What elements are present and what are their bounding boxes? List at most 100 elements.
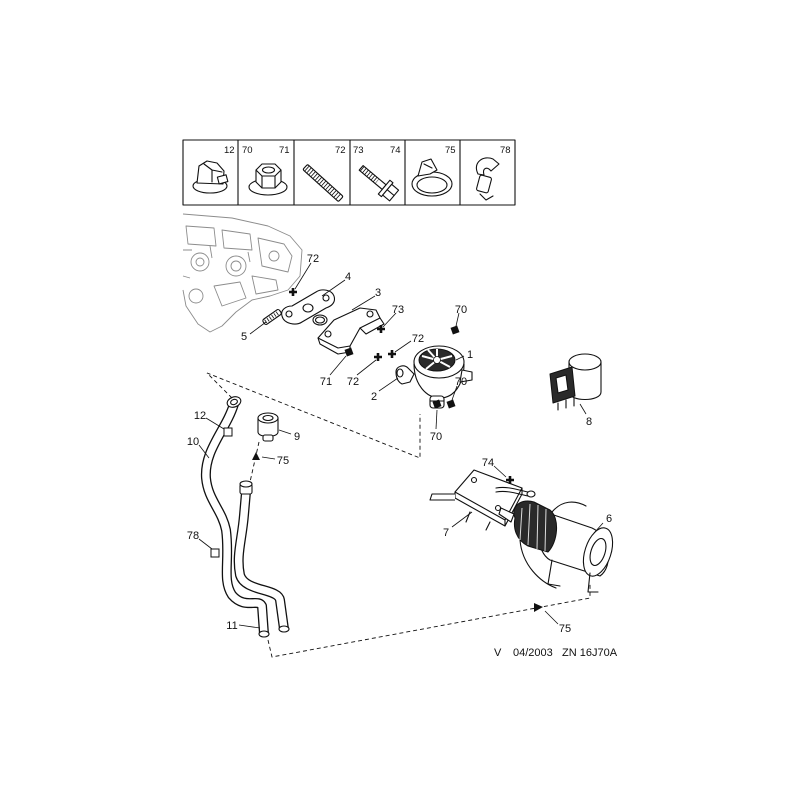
callout-labels: 72 4 3 73 70 5 72 1 71 72 2 70 70 8 12 9… (187, 253, 612, 635)
hose-end-fitting (226, 396, 290, 638)
callout-75: 75 (559, 623, 571, 635)
callout-8: 8 (586, 416, 592, 428)
leader-line (205, 417, 225, 430)
relay (549, 353, 602, 411)
leader-line (198, 538, 213, 550)
clip-icon (192, 160, 229, 194)
parts-legend: 12 70 71 72 73 74 (182, 139, 516, 206)
hose-clip-icon (475, 157, 500, 201)
callout-78: 78 (187, 530, 199, 542)
hose-clamp-icon (411, 158, 453, 197)
gasket (281, 289, 336, 325)
callout-71: 71 (320, 376, 332, 388)
leader-line (278, 429, 292, 435)
legend-label: 12 (224, 145, 235, 156)
leader-line (435, 409, 438, 430)
vacuum-pump (413, 345, 473, 409)
cross-marker (374, 353, 382, 361)
stud-icon (302, 164, 344, 202)
legend-label: 71 (279, 145, 290, 156)
diagram-reference: V 04/2003 ZN 16J70A (494, 647, 618, 659)
markers (210, 288, 543, 612)
callout-74: 74 (482, 457, 494, 469)
leader-line (451, 511, 473, 528)
callout-5: 5 (241, 331, 247, 343)
footer-prefix: V (494, 647, 502, 659)
callout-70: 70 (455, 376, 467, 388)
callout-70: 70 (455, 304, 467, 316)
legend-label: 75 (445, 145, 456, 156)
leader-line (378, 377, 399, 392)
assembly-dashed-lines (206, 372, 591, 658)
wiring-cable (495, 486, 536, 498)
callout-6: 6 (606, 513, 612, 525)
dowel-pin (262, 309, 282, 325)
leader-line (329, 355, 347, 376)
callout-7: 7 (443, 527, 449, 539)
blanking-plug (257, 412, 279, 442)
callout-11: 11 (226, 620, 237, 632)
pipe-connector (395, 365, 415, 385)
callout-1: 1 (467, 349, 473, 361)
leader-line (579, 403, 587, 415)
legend-frame (182, 139, 516, 206)
mounting-bracket (317, 307, 385, 355)
open-square-marker (223, 427, 233, 437)
arrow-triangle-marker (534, 603, 543, 612)
callout-4: 4 (345, 271, 351, 283)
callout-9: 9 (294, 431, 300, 443)
electric-vacuum-pump (498, 500, 614, 593)
leader-line (455, 355, 465, 361)
leader-line (544, 610, 559, 625)
nut-square-marker (450, 325, 460, 335)
open-square-marker (210, 548, 220, 558)
legend-label: 74 (390, 145, 401, 156)
footer-date: 04/2003 (513, 647, 553, 659)
nut-square-marker (344, 347, 354, 357)
flange-bolt-icon (358, 165, 400, 202)
cross-marker (388, 350, 396, 358)
callout-70: 70 (430, 431, 442, 443)
nut-square-marker (446, 399, 456, 409)
leader-line (493, 465, 507, 478)
engine-block (182, 213, 303, 333)
leader-line (356, 359, 377, 376)
leader-line (249, 321, 267, 335)
callout-12: 12 (194, 410, 206, 422)
callout-72: 72 (347, 376, 359, 388)
leader-line (451, 385, 458, 401)
vacuum-hose-right (233, 491, 289, 630)
legend-label: 72 (335, 145, 346, 156)
leader-line (455, 312, 460, 327)
nut-square-marker (432, 399, 442, 409)
callout-2: 2 (371, 391, 377, 403)
legend-label: 73 (353, 145, 364, 156)
callout-72: 72 (412, 333, 424, 345)
leader-line (382, 312, 397, 328)
flange-nut-icon (248, 163, 288, 196)
cross-marker (289, 288, 297, 296)
footer-reference: ZN 16J70A (562, 647, 618, 659)
leader-lines (198, 262, 604, 629)
arrow-triangle-marker (252, 452, 260, 460)
leader-line (351, 295, 376, 311)
o-ring (312, 314, 328, 326)
callout-3: 3 (375, 287, 381, 299)
legend-label: 78 (500, 145, 511, 156)
callout-75: 75 (277, 455, 289, 467)
callout-73: 73 (392, 304, 404, 316)
leader-line (198, 444, 210, 459)
leader-line (294, 262, 312, 290)
cross-marker (506, 476, 514, 484)
callout-10: 10 (187, 436, 199, 448)
vacuum-hose-left (200, 402, 269, 635)
leader-line (321, 279, 346, 297)
legend-label: 70 (242, 145, 253, 156)
leader-line (394, 340, 412, 353)
leader-line (593, 522, 604, 534)
leader-line (238, 624, 261, 629)
callout-72: 72 (307, 253, 319, 265)
leader-line (261, 456, 276, 460)
